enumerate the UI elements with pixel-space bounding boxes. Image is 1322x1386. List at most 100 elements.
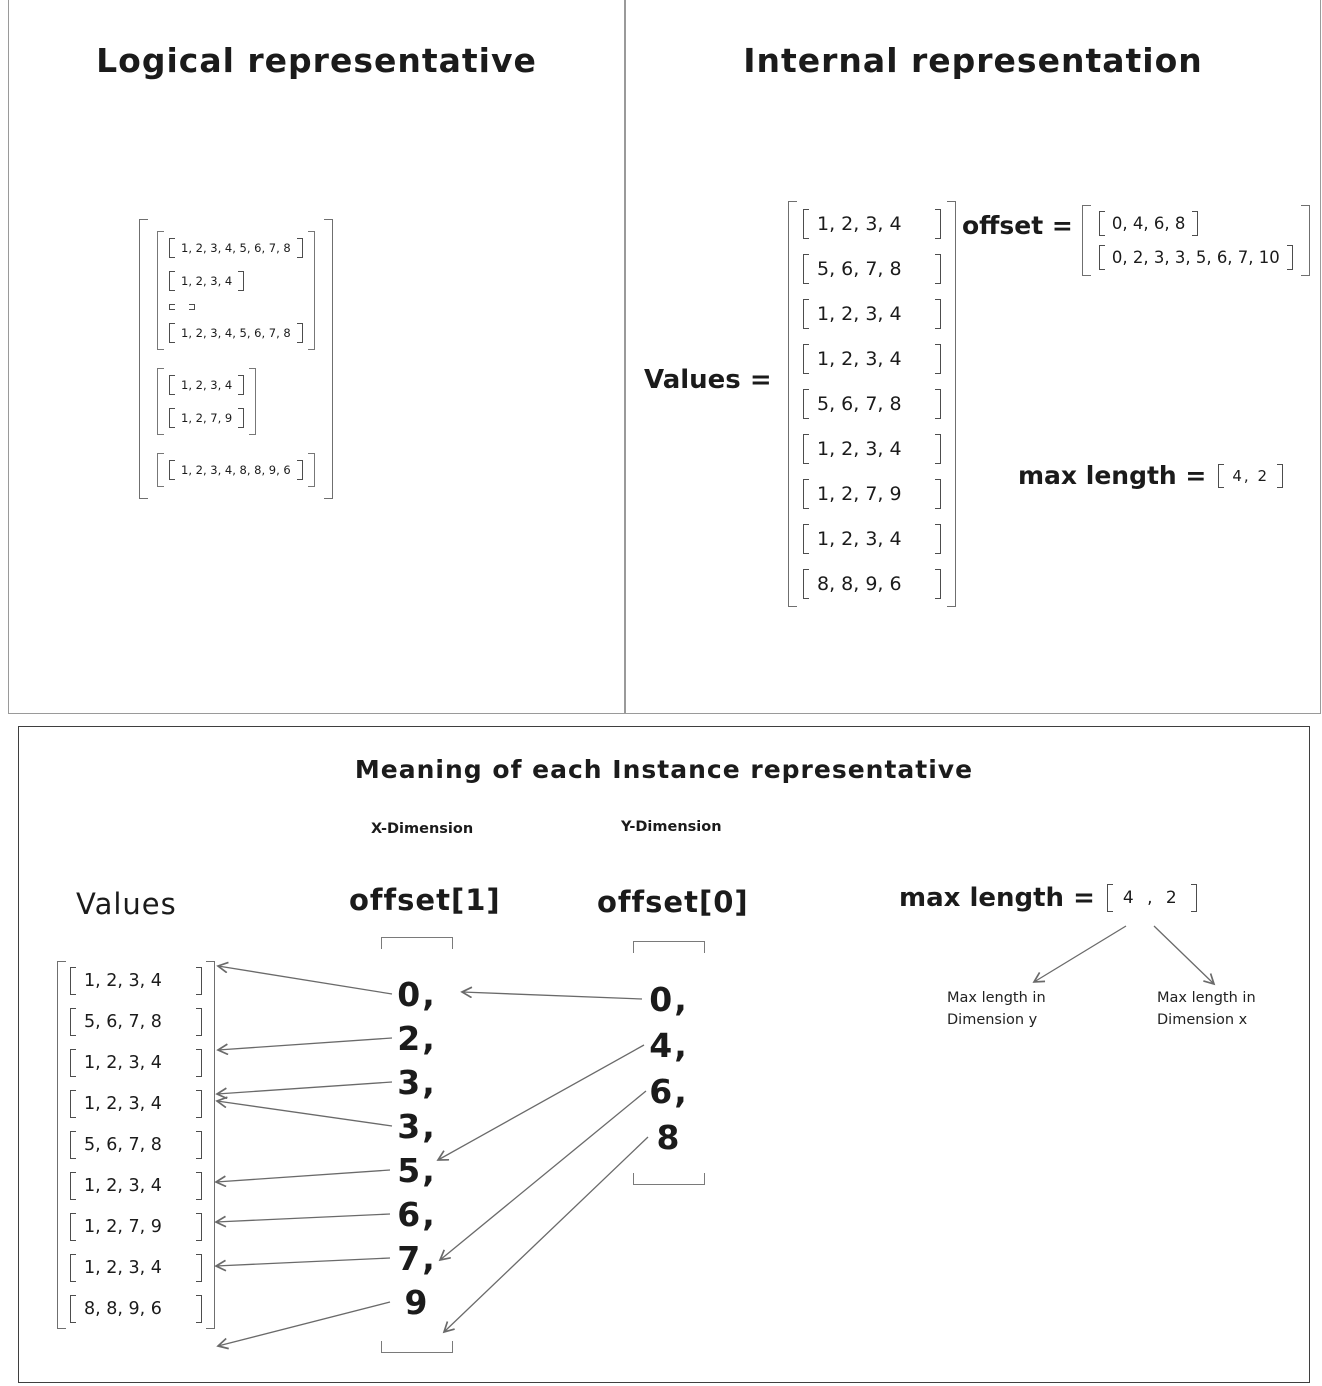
- bracket-left-icon: [70, 1295, 76, 1323]
- bracket-left-icon: [70, 1213, 76, 1241]
- offset-matrix: 0, 4, 6, 8 0, 2, 3, 3, 5, 6, 7, 10: [1081, 205, 1310, 276]
- bracket-left-icon: [803, 569, 809, 599]
- meaning-title: Meaning of each Instance representative: [354, 755, 974, 784]
- bracket-right-icon: [935, 479, 941, 509]
- values-row: 5, 6, 7, 8: [70, 1008, 202, 1036]
- bracket-right-icon: [935, 344, 941, 374]
- offset1-value: 0,: [397, 973, 437, 1017]
- offset-row: 0, 4, 6, 8: [1098, 211, 1199, 236]
- values-row: 5, 6, 7, 8: [803, 389, 941, 419]
- bracket-left-icon: [70, 1090, 76, 1118]
- bracket-right-icon: [238, 375, 245, 395]
- bracket-left-icon: [70, 1254, 76, 1282]
- row-values: 5, 6, 7, 8: [817, 258, 902, 280]
- values-row: 1, 2, 3, 4: [70, 1090, 202, 1118]
- values-row: 1, 2, 3, 4: [803, 299, 941, 329]
- offset-row: 0, 2, 3, 3, 5, 6, 7, 10: [1098, 245, 1293, 270]
- row-values: 4, 2: [1232, 466, 1269, 485]
- row-values: 5, 6, 7, 8: [84, 1012, 162, 1032]
- outer-bracket-right-icon: [323, 219, 333, 499]
- bracket-right-icon: [935, 524, 941, 554]
- offset1-column-header: offset[1]: [349, 883, 501, 917]
- bracket-left-icon: [70, 1049, 76, 1077]
- offset1-value: 6,: [397, 1193, 437, 1237]
- row-values: [175, 304, 189, 310]
- row-values: 1, 2, 7, 9: [84, 1217, 162, 1237]
- offset-equation: offset = 0, 4, 6, 8 0, 2, 3, 3, 5, 6, 7,…: [962, 205, 1310, 276]
- offset-number: 0,: [649, 980, 689, 1019]
- values-row: 1, 2, 3, 4: [803, 344, 941, 374]
- offset0-column-header: offset[0]: [597, 885, 749, 919]
- row-values: 5, 6, 7, 8: [817, 393, 902, 415]
- offset-number: 8: [656, 1118, 682, 1157]
- bracket-right-icon: [1286, 245, 1293, 270]
- offset-number: 5,: [397, 1151, 437, 1190]
- bracket-left-icon: [70, 967, 76, 995]
- logical-title: Logical representative: [96, 41, 537, 80]
- bracket-left-icon: [70, 1131, 76, 1159]
- values-row: 1, 2, 7, 9: [70, 1213, 202, 1241]
- bracket-right-icon: [238, 271, 245, 291]
- offset-number: 3,: [397, 1107, 437, 1146]
- values-row: 5, 6, 7, 8: [803, 254, 941, 284]
- row-values: 1, 2, 7, 9: [181, 411, 233, 425]
- bracket-right-icon: [196, 1295, 202, 1323]
- row-values: 1, 2, 3, 4: [817, 348, 902, 370]
- bracket-right-icon: [1192, 211, 1199, 236]
- values-row: 1, 2, 3, 4: [70, 967, 202, 995]
- group-bracket-right-icon: [307, 231, 315, 350]
- max-length-label: max length =: [899, 883, 1095, 913]
- bracket-left-icon: [169, 304, 175, 310]
- logical-row: 1, 2, 3, 4, 5, 6, 7, 8: [169, 323, 303, 343]
- row-values: 0, 4, 6, 8: [1111, 214, 1186, 233]
- bracket-left-icon: [169, 408, 175, 428]
- panel-meaning: Meaning of each Instance representative …: [18, 726, 1310, 1383]
- row-values: 1, 2, 3, 4, 5, 6, 7, 8: [181, 326, 291, 340]
- max-length-equation: max length = 4 , 2: [899, 883, 1197, 913]
- max-length-y-note: Max length in Dimension y: [947, 990, 1046, 1029]
- matrix-bracket-right-icon: [1300, 205, 1310, 276]
- outer-bracket-left-icon: [139, 219, 148, 499]
- bracket-right-icon: [196, 1090, 202, 1118]
- bracket-right-icon: [196, 1172, 202, 1200]
- matrix-bracket-left-icon: [57, 961, 66, 1329]
- logical-row: [169, 304, 195, 310]
- panel-internal-representation: Internal representation Values = 1, 2, 3…: [625, 0, 1321, 714]
- max-length-value: 4 , 2: [1106, 884, 1197, 912]
- offset-number: 9: [404, 1283, 430, 1322]
- values-row: 1, 2, 3, 4: [803, 524, 941, 554]
- x-dimension-label: X-Dimension: [371, 821, 474, 837]
- offset1-value: 3,: [397, 1105, 437, 1149]
- row-values: 4 , 2: [1122, 888, 1181, 908]
- bracket-right-icon: [196, 967, 202, 995]
- bracket-left-icon: [169, 271, 175, 291]
- values-matrix: 1, 2, 3, 4 5, 6, 7, 8 1, 2, 3, 4 1, 2, 3…: [788, 201, 956, 607]
- logical-row: 1, 2, 3, 4: [169, 375, 245, 395]
- offset1-value: 2,: [397, 1017, 437, 1061]
- matrix-bracket-left-icon: [1081, 205, 1091, 276]
- values-row: 1, 2, 3, 4: [70, 1172, 202, 1200]
- bracket-left-icon: [803, 344, 809, 374]
- bracket-left-icon: [803, 524, 809, 554]
- bracket-right-icon: [935, 254, 941, 284]
- row-values: 1, 2, 3, 4: [817, 528, 902, 550]
- values-row: 8, 8, 9, 6: [70, 1295, 202, 1323]
- row-values: 1, 2, 3, 4: [817, 213, 902, 235]
- row-values: 1, 2, 3, 4: [84, 1094, 162, 1114]
- group-bracket-left-icon: [157, 368, 164, 435]
- row-values: 5, 6, 7, 8: [84, 1135, 162, 1155]
- bracket-left-icon: [803, 479, 809, 509]
- offset0-value: 0,: [649, 977, 689, 1023]
- matrix-bracket-right-icon: [947, 201, 956, 607]
- bracket-top-icon: [633, 941, 705, 953]
- group-bracket-left-icon: [157, 453, 164, 487]
- bracket-right-icon: [935, 389, 941, 419]
- offset1-value: 9: [405, 1281, 430, 1325]
- bracket-left-icon: [1098, 245, 1105, 270]
- values-row: 1, 2, 3, 4: [803, 209, 941, 239]
- bracket-right-icon: [238, 408, 245, 428]
- bracket-bottom-icon: [633, 1173, 705, 1185]
- bracket-right-icon: [935, 434, 941, 464]
- max-length-value: 4, 2: [1218, 463, 1283, 488]
- row-values: 1, 2, 7, 9: [817, 483, 902, 505]
